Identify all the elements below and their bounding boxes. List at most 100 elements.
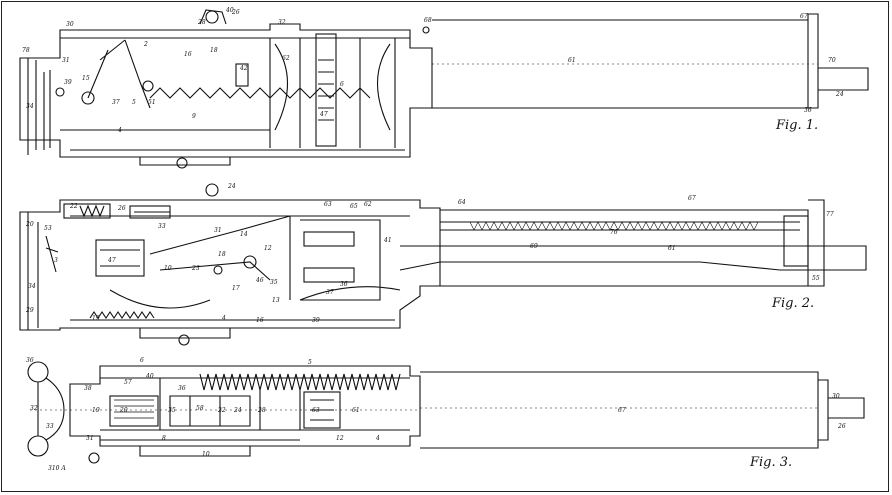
- part-label: 16: [184, 51, 192, 58]
- fig2-feed-curve: [299, 286, 401, 301]
- part-label: 4: [117, 127, 122, 134]
- fig1-drawing: [19, 9, 869, 169]
- part-label: 36: [340, 281, 348, 288]
- part-label: 37: [326, 289, 334, 296]
- part-label: 67: [800, 13, 808, 20]
- part-label: 5: [132, 99, 136, 106]
- fig1-top-pivot: [205, 10, 219, 24]
- part-label: 24: [835, 91, 844, 98]
- part-label: 67: [618, 407, 626, 414]
- part-label: 34: [28, 283, 36, 290]
- fig2-lock-lines: [100, 249, 140, 267]
- part-label: 16: [256, 317, 264, 324]
- part-label: 38: [84, 385, 92, 392]
- fig1-jacket-front: [807, 13, 819, 109]
- fig1-spring: [149, 87, 371, 99]
- fig3-lock: [109, 395, 159, 427]
- part-label: 62: [282, 55, 290, 62]
- fig2-recoil-rod: [440, 221, 800, 231]
- part-label: 61: [568, 57, 576, 64]
- fig1-link-pivot: [142, 80, 154, 92]
- part-label: 13: [272, 297, 280, 304]
- part-label: 31: [62, 57, 70, 64]
- part-label: 37: [112, 99, 120, 106]
- fig2-cartridge-a: [303, 231, 355, 247]
- part-label: 70: [828, 57, 836, 64]
- part-label: 4: [221, 315, 226, 322]
- part-label: 41: [383, 237, 392, 244]
- fig2-muzzle-gland: [783, 215, 809, 267]
- part-label: 63: [324, 201, 332, 208]
- fig2-cartridge-b: [303, 267, 355, 283]
- part-label: 40: [145, 373, 154, 380]
- part-label: 22: [217, 407, 226, 414]
- part-label: 42: [239, 65, 248, 72]
- part-label: 29: [25, 307, 34, 314]
- part-label: 23: [191, 265, 200, 272]
- fig3-caption: Fig. 3.: [750, 455, 793, 470]
- part-label: 26: [231, 9, 240, 16]
- part-label: 76: [610, 229, 618, 236]
- part-label: 58: [196, 405, 204, 412]
- fig2-receiver: [19, 199, 441, 331]
- part-label: 78: [22, 47, 30, 54]
- fig1-top-cam: [199, 9, 227, 25]
- part-label: 46: [255, 277, 264, 284]
- fig2-lock: [95, 239, 145, 277]
- fig2-recoil-spring: [469, 221, 759, 231]
- part-label: 20: [25, 221, 34, 228]
- part-label: 5: [308, 359, 312, 366]
- part-label: 36: [178, 385, 186, 392]
- fig3-receiver: [69, 365, 421, 447]
- part-label: 31: [86, 435, 94, 442]
- fig2-feed-block: [289, 216, 381, 301]
- part-label: 19: [92, 315, 100, 322]
- fig1-receiver-inner: [60, 37, 410, 151]
- fig1-bottom-pivot: [176, 157, 188, 169]
- fig2-barrel: [399, 245, 867, 271]
- part-label: 8: [162, 435, 166, 442]
- part-label: 12: [336, 435, 344, 442]
- fig1-feed-lever: [235, 63, 249, 87]
- part-label: 34: [26, 103, 34, 110]
- fig3-grip-top: [27, 361, 49, 383]
- fig1-grip: [27, 58, 51, 155]
- part-label: 68: [424, 17, 432, 24]
- fig2-caption: Fig. 2.: [772, 296, 815, 311]
- fig3-bottom-pivot: [88, 452, 100, 464]
- part-label: 24: [233, 407, 242, 414]
- fig2-link-pivot: [213, 265, 223, 275]
- fig3-lock-hatch: [114, 399, 154, 419]
- part-label: 32: [278, 19, 286, 26]
- fig3-grip-bottom: [27, 435, 49, 457]
- part-label: 6: [140, 357, 144, 364]
- fig1-feed-cartridges: [318, 59, 334, 121]
- fig2-arc: [109, 289, 211, 309]
- part-label: 47: [319, 111, 328, 118]
- part-label: 63: [312, 407, 320, 414]
- fig2-rear-spring: [79, 204, 105, 218]
- part-label: 53: [44, 225, 52, 232]
- part-label: 12: [264, 245, 272, 252]
- part-label: 10: [164, 265, 172, 272]
- part-label: 57: [124, 379, 132, 386]
- part-label: 26: [837, 423, 846, 430]
- fig1-feed-block: [269, 38, 396, 148]
- part-label: 28: [257, 407, 266, 414]
- part-label: 30: [832, 393, 840, 400]
- part-label: 10: [202, 451, 210, 458]
- fig3-grip-frame: [37, 377, 65, 441]
- fig1-crank-arms: [87, 39, 151, 109]
- part-label: 30: [66, 21, 74, 28]
- part-label: 36: [804, 107, 812, 114]
- part-label: 51: [148, 99, 156, 106]
- part-label: 39: [312, 317, 320, 324]
- part-label: 69: [530, 243, 538, 250]
- part-label: 310 A: [48, 465, 66, 472]
- part-label: 40: [225, 7, 234, 14]
- fig3-drawing: [27, 361, 865, 464]
- part-label: 61: [668, 245, 676, 252]
